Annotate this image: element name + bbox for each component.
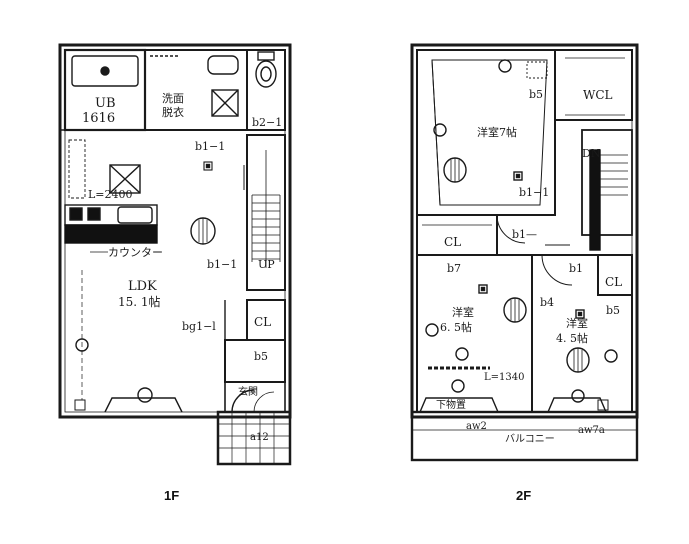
label-ub: UB [95, 96, 116, 111]
fridge-space [68, 139, 86, 199]
floor-1f [58, 43, 292, 466]
downlight [203, 161, 213, 171]
label-cl-right: CL [605, 275, 622, 289]
label-dn: DN [582, 147, 601, 160]
label-washroom-2: 脱衣 [162, 105, 184, 119]
air-conditioner-1f [104, 397, 183, 413]
label-counter: カウンター [108, 246, 163, 259]
caption-2f: 2F [516, 488, 531, 503]
label-ub-size: 1616 [82, 111, 115, 126]
label-youshitsu-b: 洋室 [566, 316, 588, 330]
counter [64, 224, 158, 244]
label-up: UP [258, 258, 275, 271]
washing-machine [211, 89, 239, 117]
toilet-bowl [255, 60, 277, 88]
range-hood [109, 164, 141, 194]
label-bg1-1: bg1−l [182, 320, 216, 333]
label-b5-1f: b5 [254, 350, 268, 363]
label-b1-1-mid: b1−1 [207, 258, 237, 271]
label-youshitsu-a: 洋室 [452, 305, 474, 319]
floor-2f [410, 43, 639, 462]
label-b2-1: b2−1 [252, 116, 282, 129]
room-4-5-jo [531, 254, 633, 413]
stair-1f [246, 134, 286, 291]
label-youshitsu7: 洋室7帖 [477, 125, 517, 139]
label-shitagi: 下物置 [436, 398, 466, 411]
label-b5-top: b5 [529, 88, 543, 101]
label-b1-1-2f: b1−1 [519, 186, 549, 199]
label-genkan: 玄関 [238, 385, 258, 398]
label-cl-1f: CL [254, 315, 271, 329]
label-ldk: LDK [128, 279, 157, 294]
floor-2f-outer-wall [410, 43, 639, 419]
label-ldk-size: 15. 1帖 [118, 294, 161, 309]
label-aw7a: aw7a [578, 425, 605, 436]
caption-1f: 1F [164, 488, 179, 503]
label-b1: b1 [569, 262, 583, 275]
label-b5-right: b5 [606, 304, 620, 317]
floor-1f-outer-wall [58, 43, 292, 419]
label-b1-1-top: b1−1 [195, 140, 225, 153]
label-b4: b4 [540, 296, 554, 309]
label-a12: a12 [250, 432, 269, 443]
closet-2f-right [597, 254, 633, 296]
label-aw2: aw2 [466, 421, 487, 432]
label-youshitsu-b-size: 4. 5帖 [556, 332, 588, 345]
walk-in-closet [554, 49, 633, 121]
room-6-5-jo [416, 254, 533, 413]
label-b1-dash: b1— [512, 228, 537, 241]
label-l1340: L=1340 [484, 372, 524, 383]
label-cl-left: CL [444, 235, 461, 249]
label-balcony: バルコニー [505, 433, 555, 445]
label-l2400: L=2400 [88, 188, 133, 201]
genkan [224, 381, 286, 413]
label-youshitsu-a-size: 6. 5帖 [440, 321, 472, 334]
toilet-room [246, 49, 286, 131]
label-b7: b7 [447, 262, 461, 275]
stair-2f [581, 129, 633, 236]
label-wcl: WCL [583, 88, 613, 102]
label-washroom-1: 洗面 [162, 92, 184, 105]
